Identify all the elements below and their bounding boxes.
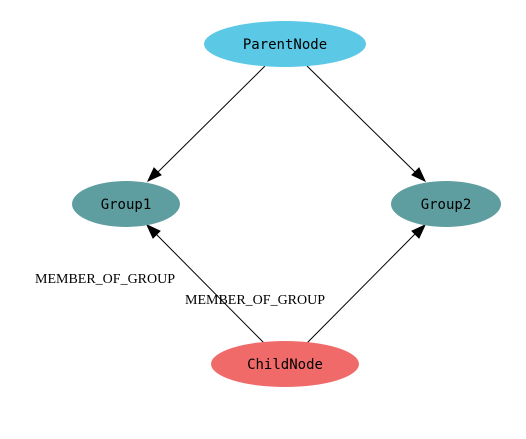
node-group2[interactable]: Group2 — [391, 181, 501, 227]
node-group1[interactable]: Group1 — [72, 181, 180, 227]
edge-line — [155, 233, 265, 344]
arrow-head — [146, 167, 162, 183]
edge-line — [306, 233, 416, 344]
node-child[interactable]: ChildNode — [211, 341, 359, 387]
edge-line — [157, 65, 266, 173]
node-child-shape — [211, 341, 359, 387]
edge-line — [306, 65, 416, 173]
arrow-head — [145, 223, 161, 239]
node-group2-shape — [391, 181, 501, 227]
node-parent[interactable]: ParentNode — [204, 21, 366, 67]
edge-parent-to-group1 — [146, 65, 266, 183]
node-group1-label: Group1 — [101, 197, 152, 213]
edge-label-child-group2: MEMBER_OF_GROUP — [185, 293, 325, 308]
node-parent-label: ParentNode — [243, 37, 327, 53]
edge-parent-to-group2 — [306, 65, 427, 183]
edge-child-to-group2: MEMBER_OF_GROUP — [185, 223, 427, 344]
node-group1-shape — [72, 181, 180, 227]
node-group2-label: Group2 — [421, 197, 472, 213]
edge-label-child-group1: MEMBER_OF_GROUP — [35, 272, 175, 287]
arrow-head — [411, 223, 427, 239]
node-child-label: ChildNode — [247, 357, 323, 373]
edge-child-to-group1: MEMBER_OF_GROUP — [35, 223, 265, 344]
node-parent-shape — [204, 21, 366, 67]
arrow-head — [411, 167, 427, 183]
